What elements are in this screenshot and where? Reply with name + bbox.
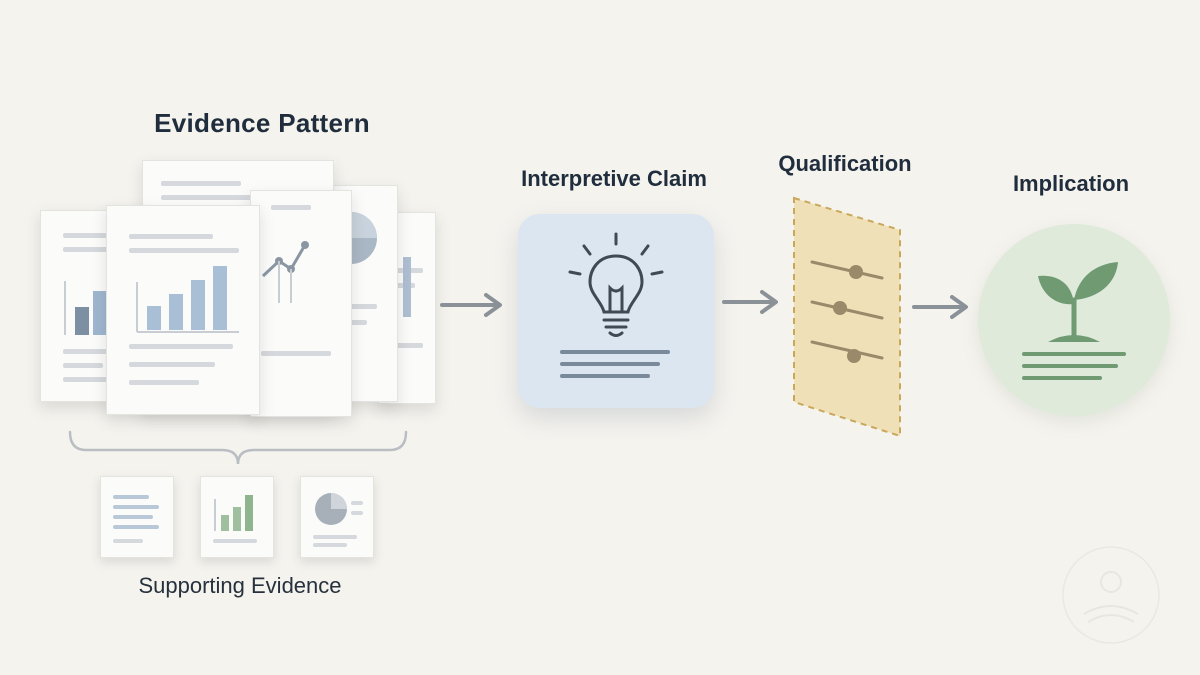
slider-filter-icon (810, 260, 884, 363)
qualification-panel (793, 196, 901, 438)
interpretive-claim-box (518, 214, 714, 408)
arrow-right-icon (440, 293, 502, 317)
text-lines-icon (113, 495, 159, 543)
document-back-linechart (250, 190, 352, 417)
supporting-card-piechart (300, 476, 374, 558)
arrow-right-icon (722, 290, 778, 314)
watermark-logo (1062, 546, 1160, 644)
document-front (106, 205, 260, 415)
lightbulb-icon (560, 232, 670, 378)
implication-title: Implication (1012, 171, 1130, 196)
implication-circle (978, 224, 1170, 416)
evidence-pattern-title: Evidence Pattern (154, 108, 370, 138)
line-chart-icon (261, 205, 331, 356)
supporting-evidence-title: Supporting Evidence (138, 573, 342, 598)
sprout-icon (1022, 262, 1126, 380)
supporting-card-barchart (200, 476, 274, 558)
grouping-bracket (68, 430, 408, 465)
bar-chart-icon (129, 234, 239, 385)
arrow-right-icon (912, 295, 968, 319)
bar-chart-icon (213, 495, 257, 543)
supporting-card-text (100, 476, 174, 558)
pie-chart-icon (313, 493, 363, 547)
qualification-title: Qualification (778, 151, 912, 176)
interpretive-claim-title: Interpretive Claim (521, 166, 707, 191)
